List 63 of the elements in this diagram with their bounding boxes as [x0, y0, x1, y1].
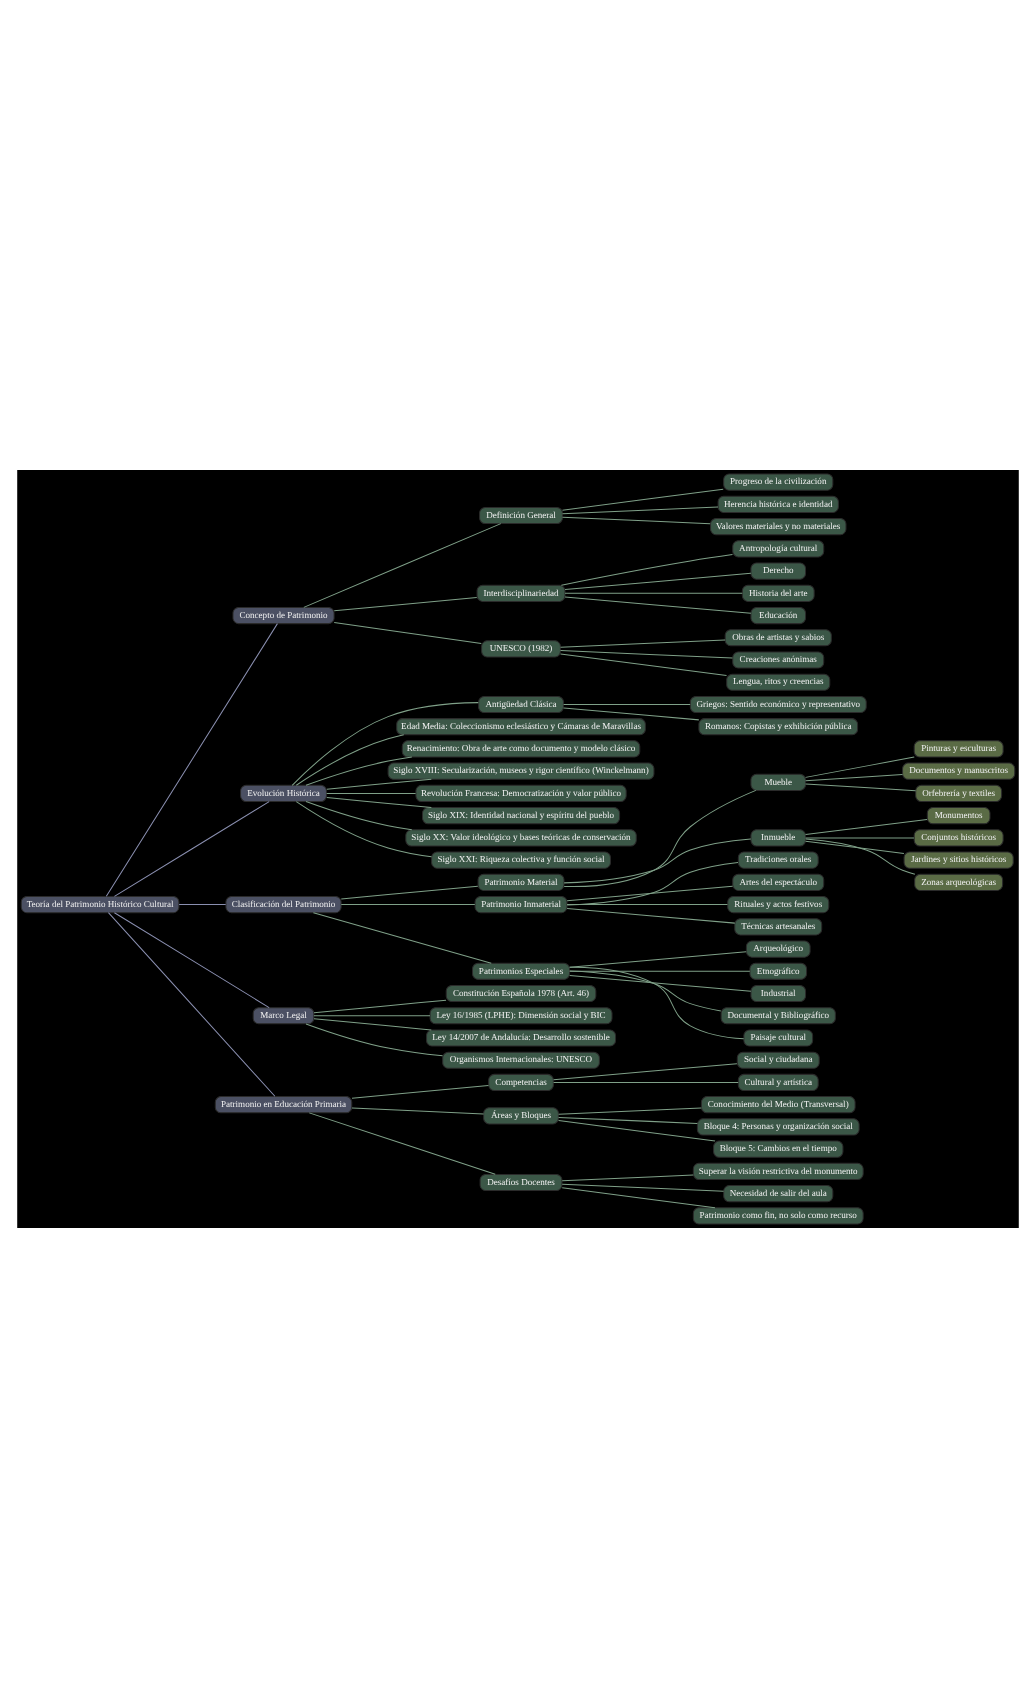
connector	[563, 706, 700, 720]
connector	[805, 836, 915, 838]
connector	[113, 911, 270, 1008]
connector	[561, 505, 719, 514]
connector	[563, 788, 757, 887]
connector	[560, 553, 733, 585]
connector	[105, 622, 278, 896]
connector	[313, 998, 447, 1013]
connector	[351, 1106, 485, 1114]
connector	[553, 1062, 738, 1080]
connector	[313, 1014, 431, 1016]
connector	[805, 782, 917, 791]
connector	[569, 965, 745, 1039]
connector	[560, 638, 726, 647]
connector	[805, 773, 903, 781]
connector	[569, 969, 722, 1011]
connector	[305, 800, 413, 830]
connector	[564, 571, 752, 590]
connector	[295, 733, 405, 785]
connector	[340, 884, 479, 899]
connector	[558, 1119, 716, 1141]
connector	[113, 800, 270, 896]
connector	[178, 903, 227, 905]
connector	[805, 839, 905, 853]
connector	[566, 907, 736, 923]
connector	[569, 973, 752, 991]
connector	[805, 755, 915, 777]
connector	[553, 1080, 739, 1082]
connector	[305, 755, 413, 785]
connector	[564, 595, 752, 613]
connector	[560, 652, 728, 676]
connector	[566, 884, 734, 901]
connector	[326, 796, 432, 808]
connector	[561, 1182, 725, 1191]
connector	[563, 837, 752, 883]
connector	[291, 701, 479, 785]
connector	[340, 903, 476, 905]
connector	[295, 800, 432, 857]
connector	[560, 649, 733, 658]
connector	[351, 1083, 489, 1098]
connector	[326, 791, 417, 793]
connector	[569, 950, 747, 967]
connector	[308, 1111, 496, 1174]
connector	[564, 591, 743, 593]
connector	[561, 515, 711, 524]
connector	[561, 1186, 716, 1208]
connector	[561, 487, 724, 510]
connector	[558, 1115, 698, 1123]
connector	[107, 911, 276, 1096]
connector	[805, 837, 916, 874]
connector	[313, 1017, 432, 1030]
connector	[333, 595, 478, 611]
connector	[805, 817, 928, 835]
connector	[305, 1022, 444, 1056]
connector	[333, 621, 482, 643]
connector	[303, 522, 502, 607]
connector	[566, 903, 728, 905]
connector	[561, 1173, 694, 1181]
connector	[326, 777, 432, 789]
connector	[558, 1106, 702, 1114]
connector	[312, 911, 492, 963]
connector	[563, 702, 691, 704]
connector	[566, 861, 739, 905]
